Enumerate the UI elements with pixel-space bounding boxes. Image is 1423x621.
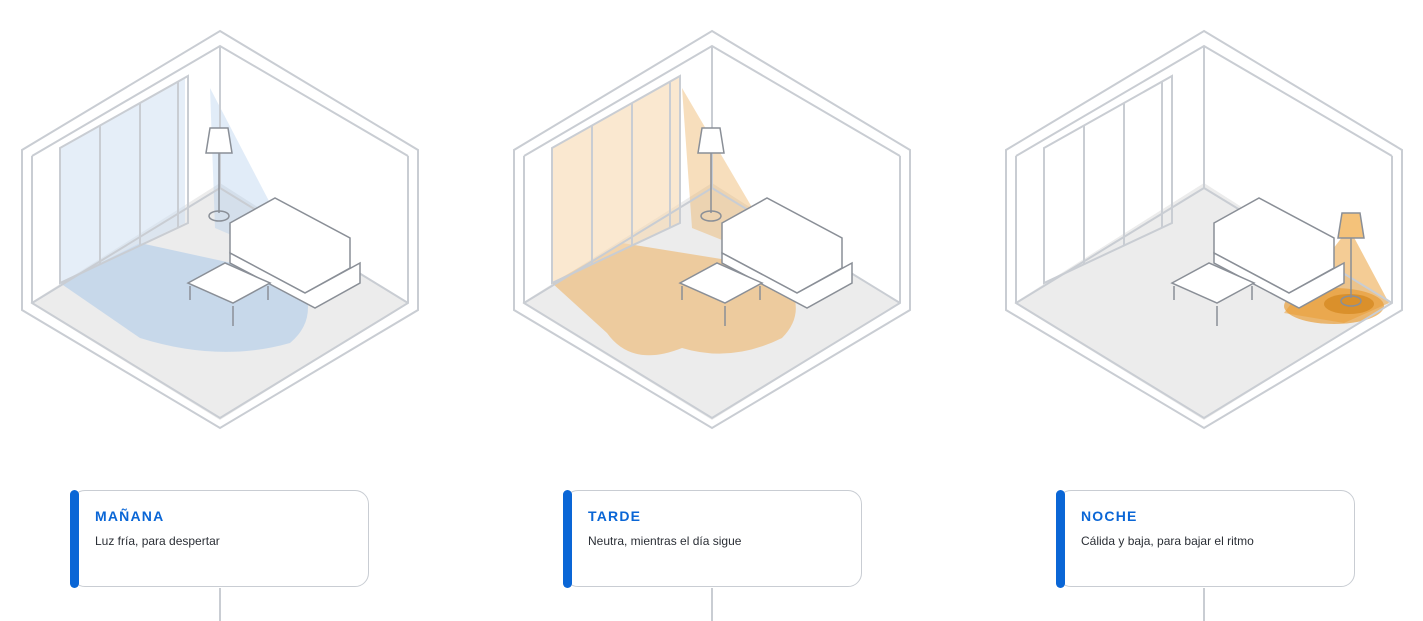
floor-lamp — [1337, 212, 1365, 239]
card-connector — [1203, 588, 1205, 621]
card-accent-bar — [563, 490, 572, 588]
scene-description: Neutra, mientras el día sigue — [588, 534, 742, 548]
scene-card-afternoon[interactable]: TARDE Neutra, mientras el día sigue — [563, 490, 862, 588]
floor-lamp — [205, 127, 233, 154]
floor-lamp — [697, 127, 725, 154]
scene-title: NOCHE — [1081, 508, 1138, 524]
scene-description: Luz fría, para despertar — [95, 534, 220, 548]
card-accent-bar — [1056, 490, 1065, 588]
room-illustration-morning — [20, 28, 420, 430]
room-night-svg — [1005, 29, 1403, 430]
window — [59, 74, 189, 285]
room-morning-svg — [21, 29, 419, 430]
room-afternoon-svg — [513, 29, 911, 430]
scene-title: MAÑANA — [95, 508, 165, 524]
card-connector — [219, 588, 221, 621]
room-outline — [21, 29, 419, 430]
lamp-beam — [210, 88, 270, 243]
scene-card-night[interactable]: NOCHE Cálida y baja, para bajar el ritmo — [1056, 490, 1355, 588]
scene-card-morning[interactable]: MAÑANA Luz fría, para despertar — [70, 490, 369, 588]
coffee-table — [1170, 262, 1256, 304]
card-accent-bar — [70, 490, 79, 588]
scene-title: TARDE — [588, 508, 642, 524]
scene-description: Cálida y baja, para bajar el ritmo — [1081, 534, 1254, 548]
room-illustration-night — [1004, 28, 1404, 430]
window-glow — [552, 76, 680, 283]
window — [551, 74, 681, 285]
card-connector — [711, 588, 713, 621]
coffee-table — [186, 262, 272, 304]
coffee-table — [678, 262, 764, 304]
room-illustration-afternoon — [512, 28, 912, 430]
window-glow — [60, 78, 185, 283]
window — [1043, 74, 1173, 285]
